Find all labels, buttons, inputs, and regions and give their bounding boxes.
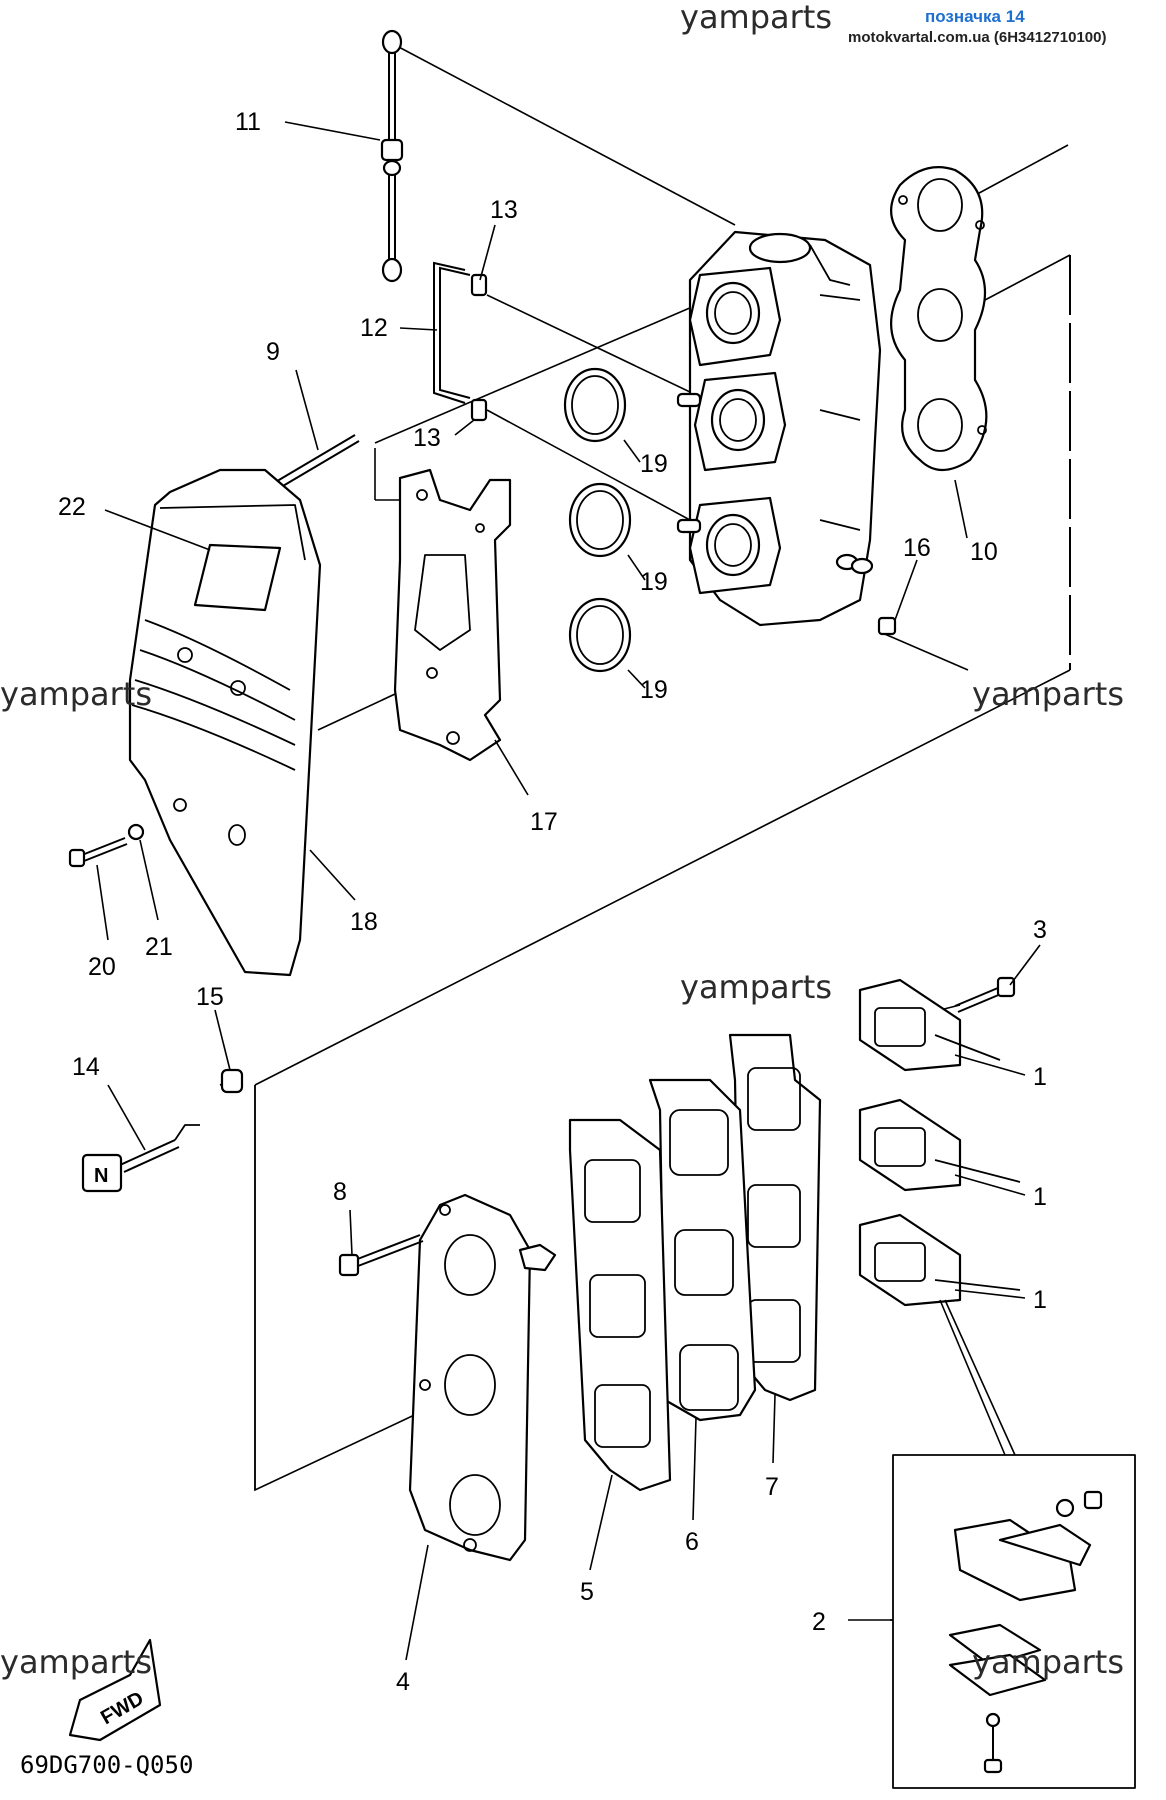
callout-leaders [96,121,1041,1661]
callout-14: 14 [72,1053,100,1081]
callout-13a: 13 [490,196,518,224]
callout-1a: 1 [1033,1063,1047,1091]
page-label-link[interactable]: позначка 14 [925,7,1025,26]
callout-21: 21 [145,933,173,961]
watermark-left-mid: yamparts [0,675,152,713]
callout-labels: 11 13 12 9 13 19 19 19 22 10 16 17 18 21… [58,108,1047,1696]
silencer-gasket [393,468,512,762]
watermarks: yamparts yamparts yamparts yamparts yamp… [0,675,1124,1681]
reed-plate-gasket-5 [568,1118,672,1492]
callout-3: 3 [1033,916,1047,944]
callout-15: 15 [196,983,224,1011]
callout-16: 16 [903,534,931,562]
throttle-link-rod [380,29,404,283]
watermark-bottom-left: yamparts [0,1643,152,1681]
callout-9: 9 [266,338,280,366]
intake-manifold [408,1193,557,1562]
carburetor-gasket [890,166,988,472]
callout-5: 5 [580,1578,594,1606]
figure-code: 69DG700-Q050 [20,1751,193,1779]
callout-10: 10 [970,538,998,566]
site-reference: motokvartal.com.ua (6H3412710100) [848,29,1106,46]
callout-8: 8 [333,1178,347,1206]
silencer-cover [128,468,322,977]
reed-valve-set [858,978,1021,1456]
watermark-center: yamparts [680,968,832,1006]
watermark-right-mid: yamparts [972,675,1124,713]
choke-link-rod [433,261,488,422]
callout-7: 7 [765,1473,779,1501]
neutral-switch: N [81,1077,241,1193]
callout-19a: 19 [640,450,668,478]
reed-valve-screw [939,976,1016,1013]
switch-grommet [220,1068,244,1094]
callout-12: 12 [360,314,388,342]
callout-11: 11 [235,108,261,136]
callout-4: 4 [396,1668,410,1696]
cover-bolt-and-washer [68,823,145,868]
callout-19b: 19 [640,568,668,596]
o-ring-set [563,367,632,673]
callout-1b: 1 [1033,1183,1047,1211]
hose-clip [877,616,897,636]
reed-valve-detail-inset [890,1454,1136,1789]
callout-19c: 19 [640,676,668,704]
brand-watermark-top: yamparts [680,0,832,36]
svg-text:N: N [94,1165,108,1187]
callout-22: 22 [58,493,86,521]
watermark-bottom-right: yamparts [972,1643,1124,1681]
callout-17: 17 [530,808,558,836]
callout-2: 2 [812,1608,826,1636]
carburetor-assembly [676,230,882,627]
callout-1c: 1 [1033,1286,1047,1314]
callout-6: 6 [685,1528,699,1556]
lower-frame-line [254,1085,426,1492]
callout-18: 18 [350,908,378,936]
manifold-bolt [338,1234,424,1277]
callout-13b: 13 [413,424,441,452]
callout-20: 20 [88,953,116,981]
